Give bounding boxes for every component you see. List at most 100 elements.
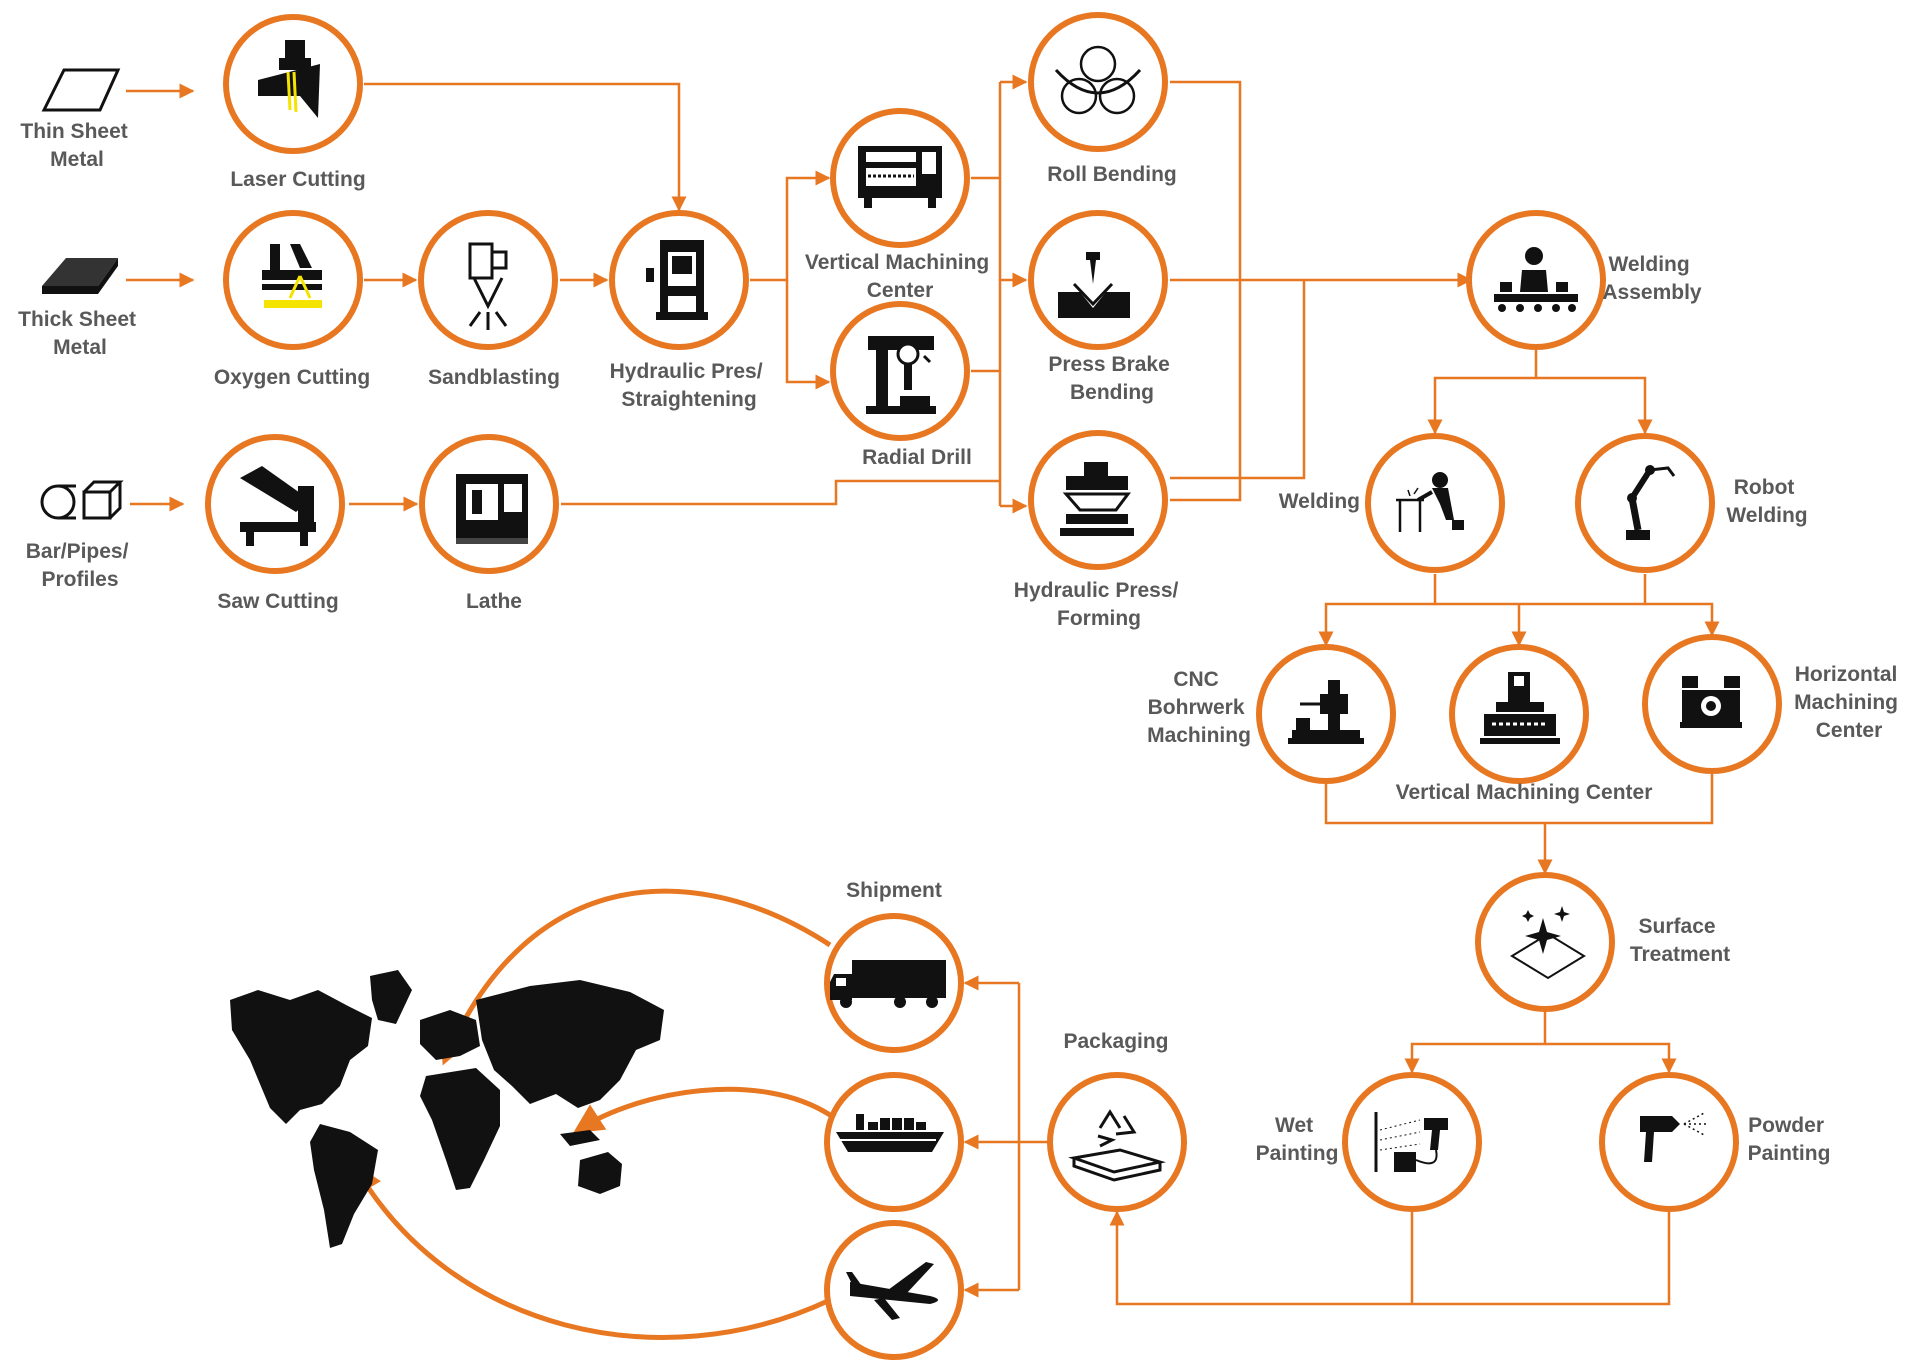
laser-cutting-label: Laser Cutting: [230, 168, 365, 191]
hydraulic-straightening-label-1: Hydraulic Pres/: [610, 360, 763, 383]
thin-sheet-icon: [41, 68, 121, 112]
node-roll-bending: Roll Bending: [1028, 12, 1177, 186]
packaging-label: Packaging: [1063, 1030, 1168, 1053]
curve-truck-to-europe: [440, 888, 832, 1066]
curve-ship-to-asia: [572, 1086, 832, 1134]
welding-assembly-label-1: Welding: [1608, 253, 1689, 276]
sandblaster-icon: [468, 242, 508, 330]
node-vmc-2: Vertical Machining Center: [1396, 644, 1653, 804]
svg-text:Powder Painting: Powder Painting: [1748, 1114, 1831, 1165]
truck-icon: [830, 960, 946, 1008]
powder-painting-label-2: Painting: [1748, 1142, 1831, 1165]
sparkle-surface-icon: [1510, 906, 1586, 980]
hydraulic-forming-label-2: Forming: [1057, 607, 1141, 630]
input-thin-sheet: Thin Sheet Metal: [20, 68, 128, 171]
welding-assembly-label-2: Assembly: [1602, 281, 1702, 304]
arrow-hydraulic-to-vmc: [750, 170, 831, 282]
node-press-brake: Press Brake Bending: [1028, 210, 1175, 404]
sandblasting-label: Sandblasting: [428, 366, 560, 389]
node-robot-welding: Robot Welding: [1575, 433, 1808, 573]
node-shipment-plane: [824, 1220, 964, 1360]
line-forming-out: [1170, 280, 1306, 480]
drill-press-icon: [866, 336, 936, 414]
cnc-lathe-icon: [456, 474, 528, 544]
bar-label-2: Profiles: [41, 568, 118, 591]
torch-cutter-icon: [262, 244, 322, 308]
svg-text:Surface Treatment: Surface Treatment: [1630, 915, 1730, 966]
svg-text:Bar/Pipes/ Profiles: Bar/Pipes/ Profiles: [26, 540, 135, 591]
svg-text:Saw Cutting: Saw Cutting: [217, 590, 338, 613]
line-machining-merge: [1324, 774, 1714, 825]
node-powder-painting: Powder Painting: [1599, 1072, 1831, 1212]
saw-cutting-label: Saw Cutting: [217, 590, 338, 613]
press-brake-label-2: Bending: [1070, 381, 1154, 404]
svg-text:Robot Welding: Robot Welding: [1726, 476, 1807, 527]
svg-text:Laser Cutting: Laser Cutting: [230, 168, 365, 191]
arrow-laser-to-hydraulic: [364, 82, 687, 212]
assembly-line-icon: [1494, 247, 1578, 312]
input-bar-pipes: Bar/Pipes/ Profiles: [26, 480, 135, 591]
shipment-label: Shipment: [846, 879, 942, 902]
cargo-ship-icon: [836, 1114, 944, 1152]
vertical-mill-icon: [1480, 672, 1560, 744]
node-hydraulic-straightening: Hydraulic Pres/ Straightening: [609, 210, 769, 411]
surface-treatment-label-1: Surface: [1639, 915, 1716, 938]
thick-sheet-label-2: Metal: [53, 336, 107, 359]
node-cnc-bohrwerk: CNC Bohrwerk Machining: [1147, 644, 1396, 784]
spray-gun-icon: [1374, 1112, 1448, 1172]
svg-text:Radial Drill: Radial Drill: [862, 446, 972, 469]
node-hydraulic-forming: Hydraulic Press/ Forming: [1014, 430, 1179, 630]
bar-profile-icon: [40, 480, 124, 520]
hydraulic-forming-label-1: Hydraulic Press/: [1014, 579, 1179, 602]
svg-text:CNC Bohrwerk Machi: CNC Bohrwerk Machining: [1147, 668, 1251, 747]
powder-gun-icon: [1640, 1111, 1708, 1162]
cnc-bohrwerk-label-3: Machining: [1147, 724, 1251, 747]
horizontal-mc-label-2: Machining: [1794, 691, 1898, 714]
node-surface-treatment: Surface Treatment: [1475, 872, 1730, 1012]
node-vmc-1: Vertical Machining Center: [805, 108, 989, 302]
hydraulic-press-icon: [646, 240, 708, 320]
bar-label-1: Bar/Pipes/: [26, 540, 129, 563]
node-sandblasting: Sandblasting: [418, 210, 560, 389]
hydraulic-straightening-label-2: Straightening: [621, 388, 756, 411]
oxygen-cutting-label: Oxygen Cutting: [214, 366, 370, 389]
node-laser-cutting: Laser Cutting: [223, 14, 366, 191]
svg-text:Wet Painting: Wet Painting: [1256, 1114, 1339, 1165]
node-saw-cutting: Saw Cutting: [205, 434, 345, 613]
machining-center-icon: [858, 146, 942, 208]
svg-text:Horizontal Machining: Horizontal Machining Center: [1794, 663, 1904, 742]
svg-text:Hydraulic Pres/ Straight: Hydraulic Pres/ Straightening: [610, 360, 769, 411]
node-horizontal-mc: Horizontal Machining Center: [1642, 634, 1904, 774]
curve-plane-to-america: [352, 1162, 832, 1340]
arrow-to-packaging: [1109, 1210, 1671, 1306]
rollers-icon: [1054, 45, 1142, 115]
svg-text:Shipment: Shipment: [846, 879, 942, 902]
vmc-2-label: Vertical Machining Center: [1396, 781, 1653, 804]
arrow-to-wet: [1404, 1011, 1547, 1074]
powder-painting-label-1: Powder: [1748, 1114, 1824, 1137]
node-shipment-ship: [824, 1072, 964, 1212]
node-welding-assembly: Welding Assembly: [1466, 210, 1702, 350]
node-shipment-truck: Shipment: [824, 879, 964, 1053]
vmc-1-label-2: Center: [867, 279, 934, 302]
radial-drill-label: Radial Drill: [862, 446, 972, 469]
svg-text:Press Brake Bending: Press Brake Bending: [1048, 353, 1175, 404]
svg-text:Thick Sheet Metal: Thick Sheet Metal: [18, 308, 142, 359]
cnc-bohrwerk-label-2: Bohrwerk: [1148, 696, 1245, 719]
line-lathe-to-bus: [561, 479, 1000, 506]
node-wet-painting: Wet Painting: [1256, 1072, 1482, 1212]
arrow-to-welding: [1427, 350, 1538, 435]
arrow-to-robot-welding: [1536, 376, 1653, 435]
input-thick-sheet: Thick Sheet Metal: [18, 258, 142, 359]
line-roll-out: [1170, 80, 1242, 502]
thin-sheet-label-2: Metal: [50, 148, 104, 171]
node-oxygen-cutting: Oxygen Cutting: [214, 210, 370, 389]
world-map-icon: [230, 970, 664, 1248]
surface-treatment-label-2: Treatment: [1630, 943, 1730, 966]
svg-text:Welding Assembly: Welding Assembly: [1602, 253, 1702, 304]
svg-text:Oxygen Cutting: Oxygen Cutting: [214, 366, 370, 389]
svg-text:Packaging: Packaging: [1063, 1030, 1168, 1053]
node-welding: Welding: [1279, 433, 1505, 573]
laser-cutter-icon: [258, 40, 320, 118]
horizontal-mc-label-1: Horizontal: [1795, 663, 1898, 686]
